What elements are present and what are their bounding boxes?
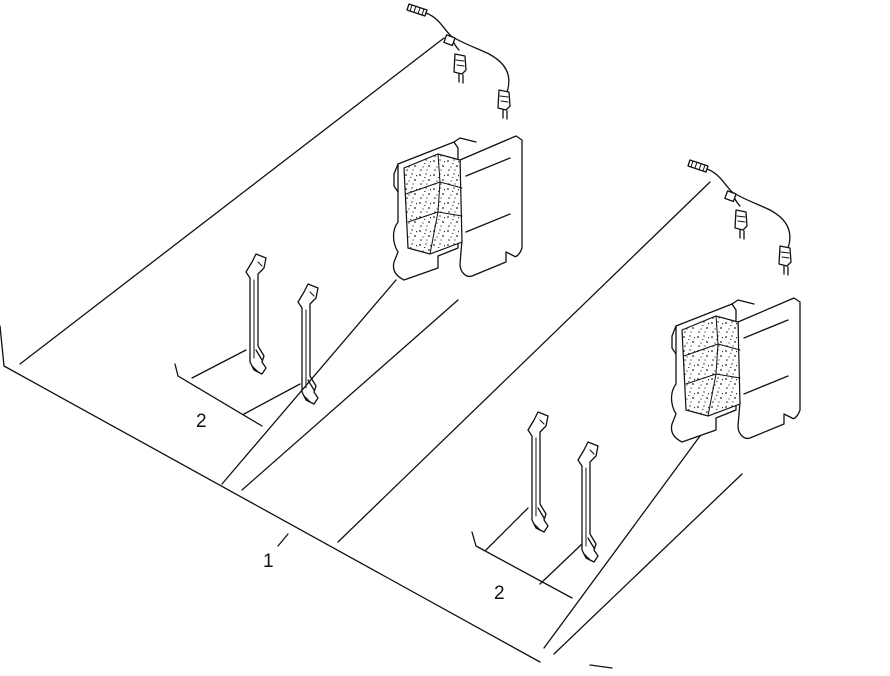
callout-2-label-right: 2 (494, 583, 505, 604)
callout-1-label: 1 (263, 551, 274, 572)
callout-2-label-left: 2 (196, 411, 207, 432)
callout-leader-lines (0, 37, 743, 669)
